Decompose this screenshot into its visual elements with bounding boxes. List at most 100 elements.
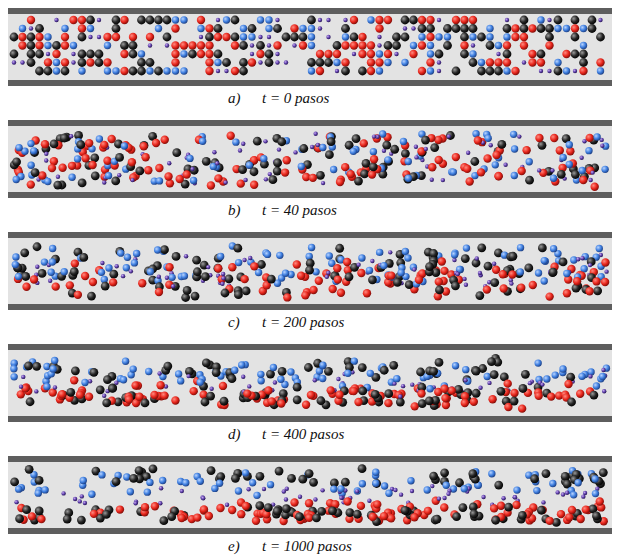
channel-wall bbox=[8, 80, 612, 86]
particle bbox=[267, 43, 271, 47]
particle bbox=[571, 50, 580, 59]
particle bbox=[451, 251, 458, 258]
particle bbox=[501, 496, 505, 500]
particle bbox=[492, 151, 500, 159]
particle bbox=[103, 33, 111, 41]
particle bbox=[509, 252, 518, 261]
particle bbox=[112, 67, 119, 74]
particle bbox=[494, 172, 502, 180]
particle bbox=[242, 469, 249, 476]
particle bbox=[537, 58, 545, 66]
particle bbox=[27, 33, 36, 42]
particle bbox=[576, 257, 580, 261]
particle bbox=[328, 506, 337, 515]
particle bbox=[333, 50, 341, 58]
particle bbox=[145, 368, 152, 375]
particle bbox=[167, 512, 176, 521]
particle bbox=[105, 264, 112, 271]
particle bbox=[372, 469, 379, 476]
particle bbox=[335, 244, 344, 253]
particle bbox=[35, 489, 42, 496]
particle bbox=[282, 504, 291, 513]
particle bbox=[403, 175, 412, 184]
particle bbox=[264, 503, 273, 512]
particle bbox=[207, 181, 215, 189]
particle bbox=[596, 58, 604, 66]
particle bbox=[217, 253, 224, 260]
particle bbox=[30, 147, 37, 154]
particle bbox=[124, 253, 131, 260]
particle bbox=[535, 134, 543, 142]
particle bbox=[568, 506, 576, 514]
particle bbox=[68, 174, 75, 181]
particle bbox=[475, 256, 479, 260]
particle bbox=[81, 272, 89, 280]
particle bbox=[410, 513, 418, 521]
particle bbox=[596, 33, 605, 42]
particle bbox=[491, 515, 499, 523]
particle bbox=[468, 469, 477, 478]
particle bbox=[214, 264, 222, 272]
particle bbox=[201, 496, 205, 500]
particle bbox=[297, 272, 305, 280]
particle bbox=[404, 254, 411, 261]
particle bbox=[363, 289, 371, 297]
particle bbox=[537, 16, 544, 23]
particle bbox=[316, 143, 320, 147]
particle bbox=[109, 278, 117, 286]
particle bbox=[372, 480, 379, 487]
particle bbox=[484, 262, 493, 271]
particle bbox=[601, 258, 609, 266]
particle bbox=[76, 391, 84, 399]
particle bbox=[530, 474, 539, 483]
particle bbox=[563, 289, 571, 297]
particle bbox=[242, 287, 251, 296]
particle bbox=[180, 489, 184, 493]
particle bbox=[554, 16, 563, 25]
channel-panel bbox=[8, 344, 612, 422]
particle bbox=[312, 513, 321, 522]
particle bbox=[140, 142, 148, 150]
particle bbox=[335, 254, 344, 263]
particle bbox=[392, 41, 401, 50]
particle bbox=[128, 158, 136, 166]
time-caption: t = 1000 pasos bbox=[262, 539, 352, 554]
particle bbox=[267, 370, 274, 377]
particle bbox=[554, 67, 563, 76]
particle bbox=[290, 498, 298, 506]
particle bbox=[54, 18, 58, 22]
particle bbox=[366, 267, 373, 274]
channel-wall bbox=[8, 120, 612, 126]
particle bbox=[135, 393, 143, 401]
particle bbox=[212, 150, 216, 154]
particle bbox=[129, 41, 138, 50]
particle bbox=[418, 24, 427, 33]
particle bbox=[180, 50, 187, 57]
particle bbox=[446, 131, 455, 140]
particle bbox=[115, 153, 124, 162]
particle bbox=[133, 501, 137, 505]
particle bbox=[490, 504, 498, 512]
particle bbox=[470, 397, 478, 405]
particle bbox=[437, 497, 441, 501]
particle bbox=[561, 492, 565, 496]
particle bbox=[373, 500, 381, 508]
particle bbox=[387, 514, 395, 522]
particle bbox=[478, 271, 482, 275]
particle bbox=[425, 262, 434, 271]
particle bbox=[10, 373, 17, 380]
particle bbox=[472, 367, 481, 376]
particle bbox=[327, 137, 336, 146]
particle bbox=[435, 286, 444, 295]
particle bbox=[205, 512, 213, 520]
particle bbox=[537, 24, 546, 33]
particle bbox=[372, 479, 381, 488]
particle bbox=[418, 41, 426, 49]
particle bbox=[112, 33, 120, 41]
particle bbox=[282, 269, 289, 276]
particle bbox=[78, 58, 87, 67]
particle bbox=[557, 170, 566, 179]
particle bbox=[357, 502, 365, 510]
particle bbox=[375, 24, 383, 32]
